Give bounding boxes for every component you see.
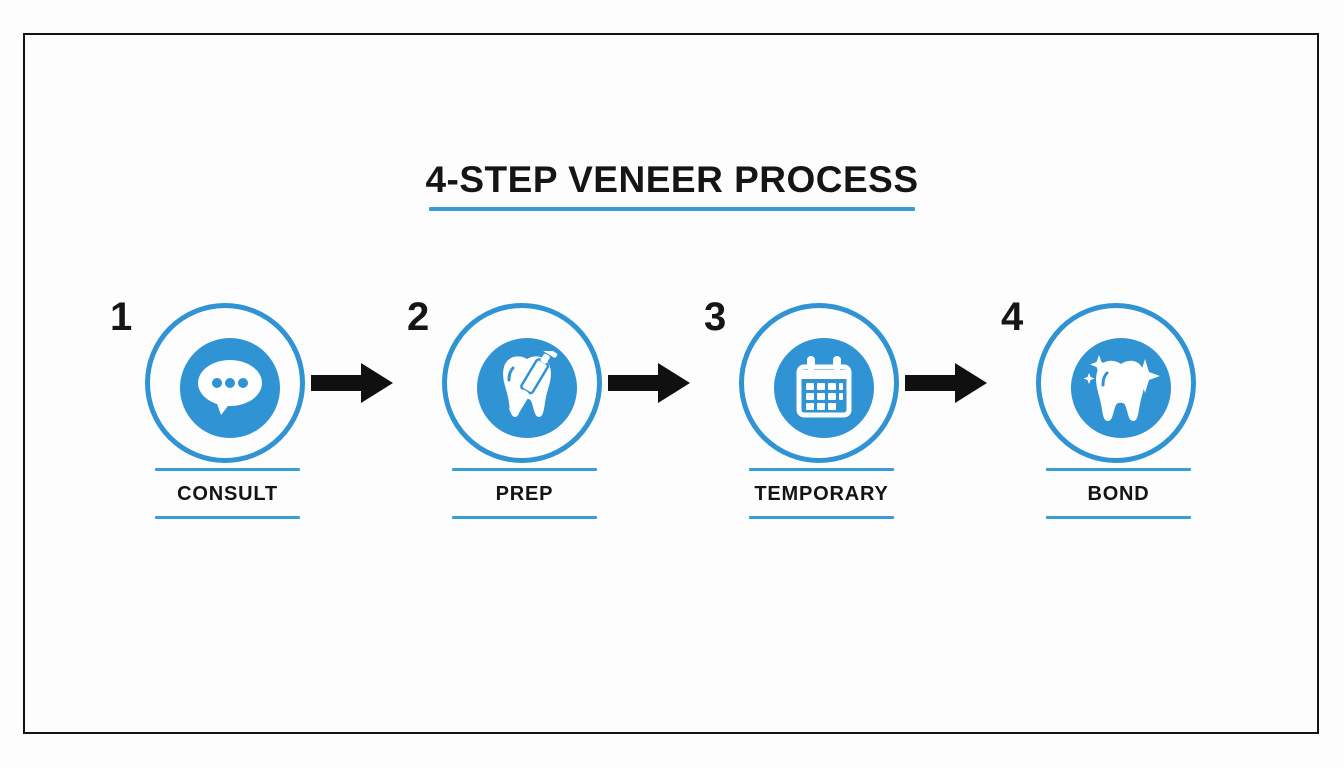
step-1-consult[interactable]: 1 CONSULT (100, 292, 305, 537)
calendar-icon (774, 338, 874, 438)
page-title: 4-STEP VENEER PROCESS (425, 159, 919, 200)
step-2-label: PREP (495, 483, 554, 505)
sparkling-tooth-icon (1071, 338, 1171, 438)
step-4-label: BOND (1087, 483, 1150, 505)
step-4-bond[interactable]: 4 BOND (991, 292, 1196, 537)
step-3-label-block: TEMPORARY (749, 468, 894, 519)
step-4-rule-bottom (1046, 516, 1191, 519)
speech-bubble-icon (180, 338, 280, 438)
step-2-prep[interactable]: 2 (397, 292, 602, 537)
tooth-drill-icon (477, 338, 577, 438)
steps-row: 1 CONSULT (100, 292, 1230, 537)
step-1-circle (145, 303, 305, 463)
step-2-circle (442, 303, 602, 463)
arrow-2-to-3 (600, 361, 696, 405)
step-4-circle (1036, 303, 1196, 463)
step-2-number: 2 (407, 295, 430, 339)
step-1-number: 1 (110, 295, 133, 339)
arrow-3-to-4 (897, 361, 993, 405)
step-4-label-block: BOND (1046, 468, 1191, 519)
title-underline (429, 207, 915, 211)
step-4-number: 4 (1001, 295, 1024, 339)
step-2-label-block: PREP (452, 468, 597, 519)
step-1-label: CONSULT (177, 483, 278, 505)
step-2-rule-top (452, 468, 597, 471)
step-3-rule-bottom (749, 516, 894, 519)
step-3-label: TEMPORARY (754, 483, 889, 505)
step-3-temporary[interactable]: 3 (694, 292, 899, 537)
step-1-rule-top (155, 468, 300, 471)
step-1-rule-bottom (155, 516, 300, 519)
step-3-number: 3 (704, 295, 727, 339)
step-3-rule-top (749, 468, 894, 471)
step-1-label-block: CONSULT (155, 468, 300, 519)
step-2-rule-bottom (452, 516, 597, 519)
arrow-1-to-2 (303, 361, 399, 405)
step-4-rule-top (1046, 468, 1191, 471)
step-3-circle (739, 303, 899, 463)
title-block: 4-STEP VENEER PROCESS (0, 158, 1344, 211)
